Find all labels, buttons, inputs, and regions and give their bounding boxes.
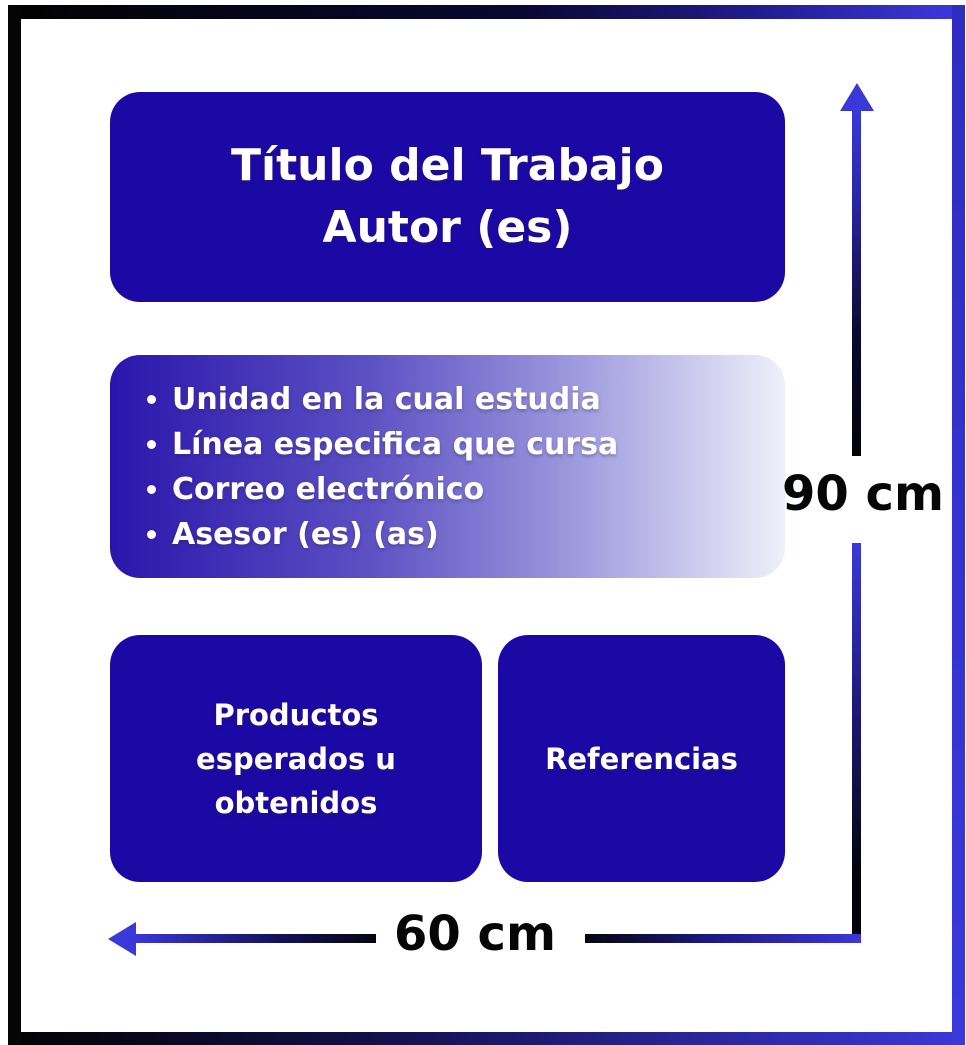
info-bullet-item: Asesor (es) (as) (172, 512, 618, 557)
info-bullet-item: Línea especifica que cursa (172, 422, 618, 467)
frame-right-border (952, 5, 965, 1045)
references-box: Referencias (498, 635, 785, 882)
student-info-box: Unidad en la cual estudia Línea especifi… (110, 355, 785, 578)
frame-left-border (8, 5, 21, 1045)
references-box-label: Referencias (545, 741, 738, 776)
frame-top-border (8, 5, 952, 19)
frame-bottom-border (8, 1032, 965, 1045)
info-bullet-item: Correo electrónico (172, 467, 618, 512)
title-line: Título del Trabajo (231, 140, 664, 191)
height-arrow-up-icon (840, 83, 874, 111)
info-bullet-item: Unidad en la cual estudia (172, 377, 618, 422)
width-arrow-line-right (585, 934, 861, 943)
products-box-label: Productos esperados u obtenidos (196, 697, 396, 820)
height-dimension-label: 90 cm (782, 466, 944, 522)
title-author-box: Título del Trabajo Autor (es) (110, 92, 785, 302)
width-dimension-label: 60 cm (394, 906, 556, 962)
height-arrow-line-upper (852, 108, 861, 456)
products-box: Productos esperados u obtenidos (110, 635, 482, 882)
author-line: Autor (es) (322, 202, 573, 253)
info-bullet-list: Unidad en la cual estudia Línea especifi… (110, 377, 618, 557)
height-arrow-line-lower (852, 543, 861, 937)
width-arrow-line-left (132, 934, 376, 943)
